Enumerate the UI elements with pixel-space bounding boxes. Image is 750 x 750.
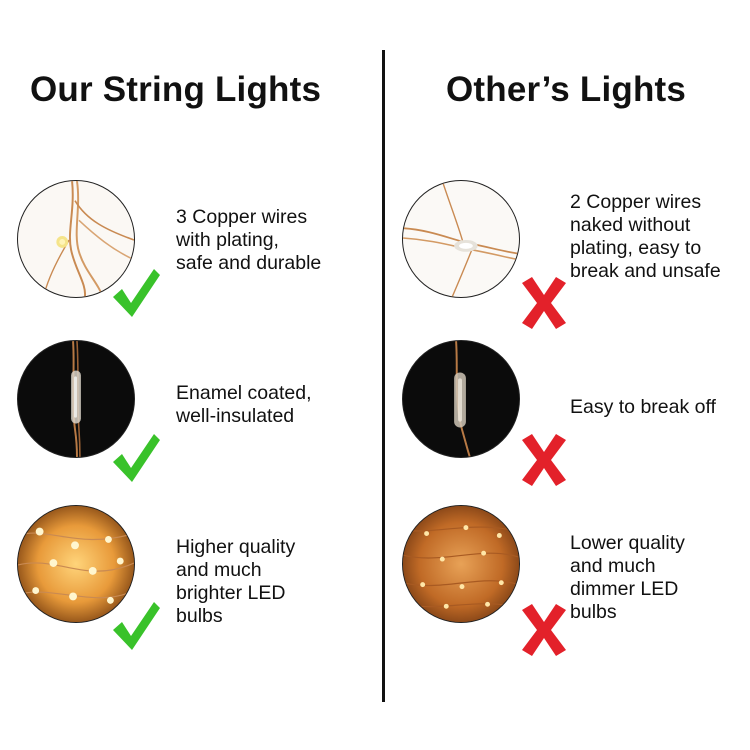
left-row-1-description: 3 Copper wires with plating, safe and du… [176,206,321,275]
right-row-3-description: Lower quality and much dimmer LED bulbs [570,532,685,624]
naked-copper-wire-photo [402,180,520,298]
check-mark-icon [110,265,162,321]
cross-mark-icon [518,432,570,488]
description-line: 3 Copper wires [176,206,308,228]
bright-led-lights-photo [17,505,135,623]
description-line: well-insulated [176,405,295,427]
description-line: naked without [570,214,691,236]
description-line: Higher quality [176,536,296,558]
fragile-wire-photo [402,340,520,458]
plated-copper-wire-photo [17,180,135,298]
description-line: Easy to break off [570,396,716,418]
description-line: brighter LED [176,582,286,604]
left-row-3-description: Higher quality and much brighter LED bul… [176,536,295,628]
description-line: and much [176,559,262,581]
description-line: plating, easy to [570,237,702,259]
description-line: Enamel coated, [176,382,312,404]
description-line: dimmer LED [570,578,679,600]
right-row-1-description: 2 Copper wires naked without plating, ea… [570,191,721,283]
description-line: Lower quality [570,532,685,554]
column-divider [382,50,385,702]
description-line: safe and durable [176,252,322,274]
dim-led-lights-photo [402,505,520,623]
cross-mark-icon [518,602,570,658]
description-line: and much [570,555,656,577]
left-column-title: Our String Lights [30,70,322,109]
cross-mark-icon [518,275,570,331]
description-line: bulbs [570,601,617,623]
check-mark-icon [110,598,162,654]
description-line: with plating, [176,229,279,251]
right-row-2-description: Easy to break off [570,396,716,419]
description-line: break and unsafe [570,260,721,282]
right-column-title: Other’s Lights [446,70,687,109]
enamel-coated-wire-photo [17,340,135,458]
check-mark-icon [110,430,162,486]
description-line: bulbs [176,605,223,627]
left-row-2-description: Enamel coated, well-insulated [176,382,312,428]
description-line: 2 Copper wires [570,191,702,213]
